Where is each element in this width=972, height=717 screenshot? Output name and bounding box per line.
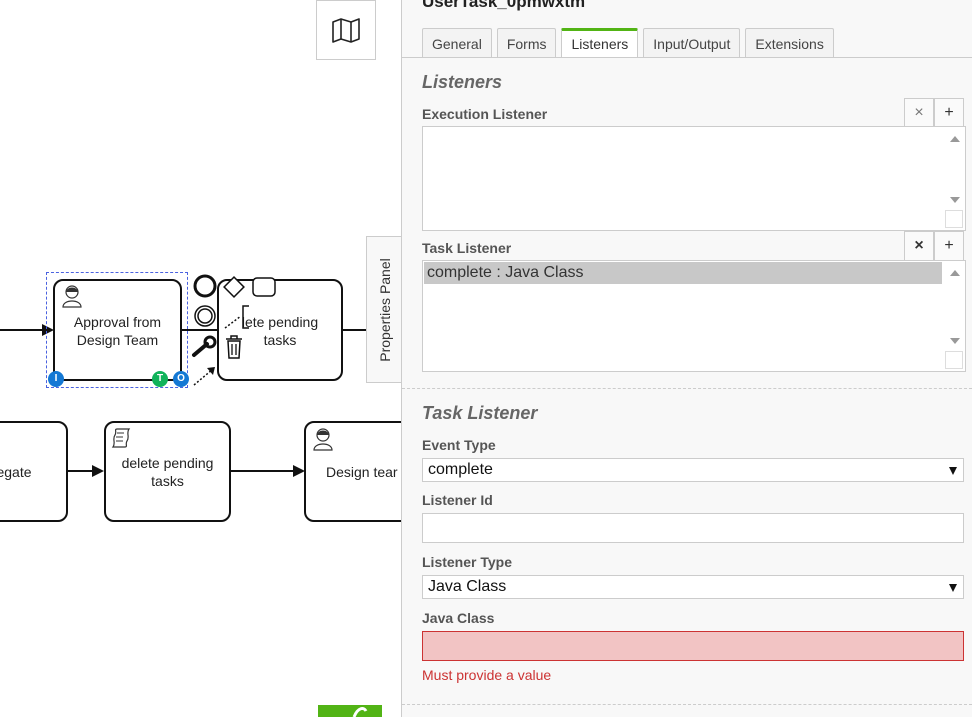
properties-panel: UserTask_0pmwxtm General Forms Listeners… (401, 0, 972, 717)
tab-listeners[interactable]: Listeners (561, 28, 639, 58)
chevron-down-icon (949, 467, 957, 475)
trash-icon[interactable] (223, 334, 245, 360)
task-listener-list[interactable]: complete : Java Class (422, 260, 966, 372)
task-icon[interactable] (251, 276, 277, 298)
gateway-icon[interactable] (221, 274, 247, 300)
remove-task-listener-button[interactable]: × (904, 231, 934, 261)
scroll-up-arrow[interactable] (950, 136, 960, 142)
task-label-line: lete pending (241, 314, 319, 330)
listener-type-label: Listener Type (422, 554, 512, 570)
task-label-line: Design Team (76, 332, 159, 348)
task-label-line: tasks (263, 332, 297, 348)
task-label-line: tasks (151, 473, 184, 489)
resize-grip[interactable] (945, 210, 963, 228)
task-delegate[interactable]: egate (0, 421, 68, 522)
resize-grip[interactable] (945, 351, 963, 369)
element-title: UserTask_0pmwxtm (422, 0, 586, 11)
add-execution-listener-button[interactable]: + (934, 98, 964, 128)
group-title-task-listener: Task Listener (422, 403, 538, 423)
task-label: Design tear (326, 464, 398, 480)
user-icon (313, 428, 333, 451)
tab-input-output[interactable]: Input/Output (643, 28, 741, 58)
sequence-flow-arrow (42, 324, 54, 336)
scrollbar[interactable] (945, 261, 965, 371)
connect-icon[interactable] (191, 364, 219, 388)
group-divider (402, 704, 972, 705)
task-label: egate (0, 464, 32, 480)
scroll-down-arrow[interactable] (950, 338, 960, 344)
group-title-listeners: Listeners (422, 72, 503, 92)
validation-error: Must provide a value (422, 667, 552, 683)
user-task-design-team[interactable]: Design tear (304, 421, 401, 522)
task-label-line: delete pending (121, 455, 214, 471)
script-task-delete-pending-tasks[interactable]: delete pending tasks (104, 421, 231, 522)
text-annotation-icon[interactable] (223, 304, 251, 330)
sequence-flow-arrow (293, 465, 305, 477)
tab-general[interactable]: General (422, 28, 492, 58)
event-type-select[interactable]: complete (422, 458, 964, 482)
output-badge[interactable]: O (173, 371, 189, 387)
task-listener-badge[interactable]: T (152, 371, 168, 387)
java-class-input[interactable] (422, 631, 964, 661)
scroll-down-arrow[interactable] (950, 197, 960, 203)
sequence-flow-in[interactable] (0, 329, 46, 331)
intermediate-event-icon[interactable] (193, 304, 217, 328)
wrench-icon[interactable] (191, 334, 219, 358)
add-task-listener-button[interactable]: + (934, 231, 964, 261)
event-type-value: complete (428, 461, 493, 478)
listener-id-label: Listener Id (422, 492, 493, 508)
start-event-icon[interactable] (193, 274, 217, 298)
tab-divider (402, 57, 972, 58)
tab-bar: General Forms Listeners Input/Output Ext… (422, 28, 839, 58)
execution-listener-list[interactable] (422, 126, 966, 231)
user-icon (62, 285, 82, 308)
scrollbar[interactable] (945, 127, 965, 230)
event-type-label: Event Type (422, 437, 496, 453)
task-delete-pending-tasks-top[interactable]: lete pending tasks (217, 279, 343, 381)
bpmn-io-logo[interactable] (318, 703, 384, 717)
script-icon (111, 428, 131, 448)
execution-listener-label: Execution Listener (422, 106, 548, 122)
list-item-selected[interactable]: complete : Java Class (424, 262, 942, 284)
properties-panel-toggle-label: Properties Panel (376, 257, 393, 362)
remove-execution-listener-button[interactable]: × (904, 98, 934, 128)
listener-type-value: Java Class (428, 578, 507, 595)
user-task-approval-from-design-team[interactable]: Approval from Design Team (53, 279, 182, 381)
group-divider (402, 388, 972, 389)
sequence-flow[interactable] (231, 470, 297, 472)
sequence-flow[interactable] (68, 470, 96, 472)
map-icon (332, 18, 360, 43)
selection-outline (46, 272, 188, 388)
sequence-flow-between[interactable] (181, 329, 217, 331)
chevron-down-icon (949, 584, 957, 592)
sequence-flow-arrow (92, 465, 104, 477)
listener-id-input[interactable] (422, 513, 964, 543)
bpmn-canvas[interactable]: Approval from Design Team I T O lete pen… (0, 0, 401, 717)
scroll-up-arrow[interactable] (950, 270, 960, 276)
minimap-toggle-button[interactable] (316, 0, 376, 60)
tab-extensions[interactable]: Extensions (745, 28, 834, 58)
task-label-line: Approval from (73, 314, 162, 330)
input-badge[interactable]: I (48, 371, 64, 387)
tab-forms[interactable]: Forms (496, 28, 557, 58)
properties-panel-toggle[interactable]: Properties Panel (366, 236, 402, 383)
java-class-label: Java Class (422, 610, 495, 626)
context-pad (189, 272, 279, 392)
task-listener-label: Task Listener (422, 240, 512, 256)
listener-type-select[interactable]: Java Class (422, 575, 964, 599)
